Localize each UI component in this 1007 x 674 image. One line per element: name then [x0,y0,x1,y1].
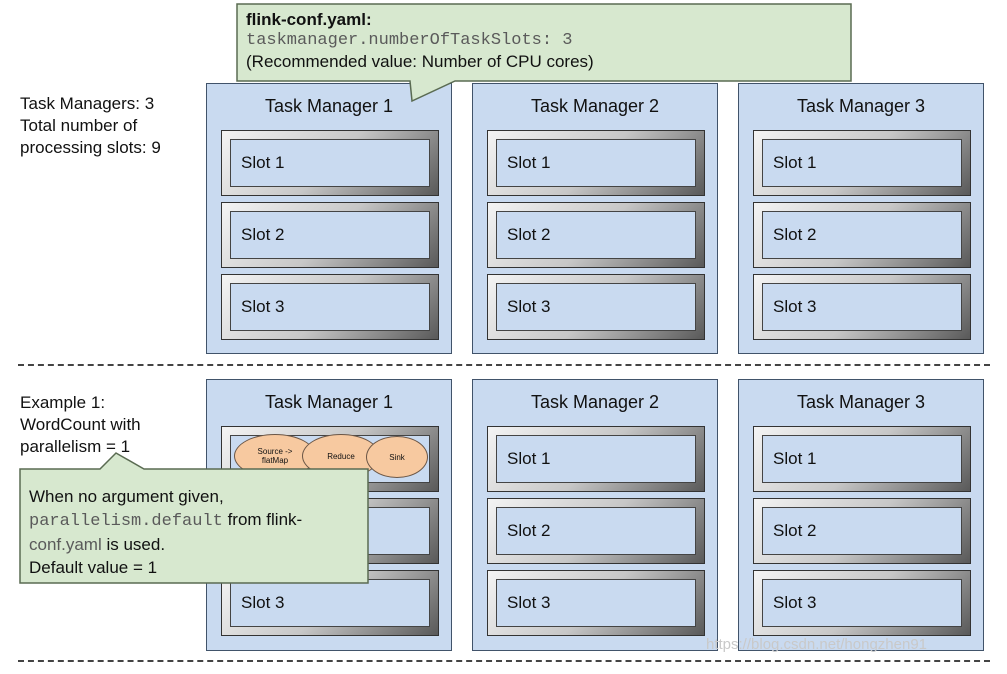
config-file-name: flink-conf.yaml: [246,10,372,29]
slot-label: Slot 3 [241,297,285,316]
callout-line: parallelism.default from flink- [29,508,302,533]
slot-label: Slot 3 [507,593,551,612]
slot: Slot 1 [221,130,439,196]
callout-text: is used. [101,535,166,554]
cluster-summary: Task Managers: 3 Total number of process… [20,93,161,159]
conf-file-code: conf.yaml [29,535,102,554]
parallelism-default-code: parallelism.default [29,512,223,531]
operator-label: flatMap [261,456,289,465]
slot: Slot 1 [487,130,705,196]
operator-label: Sink [389,452,405,462]
slot: Slot 2 [753,202,971,268]
slot-label: Slot 2 [241,225,285,244]
task-manager-box: Task Manager 3 Slot 1 Slot 2 Slot 3 [738,83,984,354]
callout-line: conf.yaml is used. [29,533,302,556]
task-manager-title: Task Manager 1 [264,96,394,116]
task-manager-box: Task Manager 2 Slot 1 Slot 2 Slot 3 [472,379,718,651]
summary-line: Task Managers: 3 [20,94,155,113]
slot-label: Slot 2 [507,225,551,244]
slot-label: Slot 3 [773,297,817,316]
task-manager-title: Task Manager 2 [530,96,660,116]
task-manager-title: Task Manager 2 [530,392,660,412]
parallelism-callout: When no argument given, parallelism.defa… [29,485,302,579]
callout-text: from flink- [222,510,303,529]
slot: Slot 2 [487,202,705,268]
slot-label: Slot 2 [773,225,817,244]
slot: Slot 3 [753,570,971,636]
example-line: WordCount with [20,415,141,434]
slot: Slot 2 [753,498,971,564]
watermark: https://blog.csdn.net/hongzhen91 [706,636,928,653]
operator-label: Source -> [257,447,293,456]
section-divider [18,364,990,366]
slot: Slot 2 [487,498,705,564]
slot-label: Slot 1 [507,449,551,468]
callout-line: Default value = 1 [29,558,158,577]
slot-label: Slot 3 [773,593,817,612]
slot-label: Slot 3 [241,593,285,612]
task-manager-box: Task Manager 3 Slot 1 Slot 2 Slot 3 [738,379,984,651]
operator-sink: Sink [366,436,428,478]
slot: Slot 1 [487,426,705,492]
slot: Slot 3 [753,274,971,340]
task-manager-box: Task Manager 1 Slot 1 Slot 2 Slot 3 [206,83,452,354]
slot: Slot 3 [487,570,705,636]
slot: Slot 3 [221,274,439,340]
operator-label: Reduce [327,451,355,461]
example-description: Example 1: WordCount with parallelism = … [20,392,141,458]
slot-label: Slot 3 [507,297,551,316]
slot: Slot 3 [221,570,439,636]
summary-line: Total number of [20,116,138,135]
task-manager-title: Task Manager 3 [796,392,926,412]
example-line: Example 1: [20,393,106,412]
slot: Slot 3 [487,274,705,340]
slot-label: Slot 1 [507,153,551,172]
slot-label: Slot 1 [773,153,817,172]
slot-label: Slot 1 [241,153,285,172]
example-line: parallelism = 1 [20,437,131,456]
callout-line: When no argument given, [29,487,224,506]
task-manager-title: Task Manager 3 [796,96,926,116]
slot: Slot 2 [221,202,439,268]
config-recommendation: (Recommended value: Number of CPU cores) [246,52,594,71]
config-setting-code: taskmanager.numberOfTaskSlots: 3 [246,31,573,50]
slot: Slot 1 [753,130,971,196]
section-divider [18,660,990,662]
slot: Slot 1 [753,426,971,492]
task-manager-box: Task Manager 2 Slot 1 Slot 2 Slot 3 [472,83,718,354]
task-manager-title: Task Manager 1 [264,392,394,412]
config-callout: flink-conf.yaml: taskmanager.numberOfTas… [246,9,594,72]
slot-label: Slot 1 [773,449,817,468]
slot-label: Slot 2 [507,521,551,540]
summary-line: processing slots: 9 [20,138,161,157]
slot-label: Slot 2 [773,521,817,540]
